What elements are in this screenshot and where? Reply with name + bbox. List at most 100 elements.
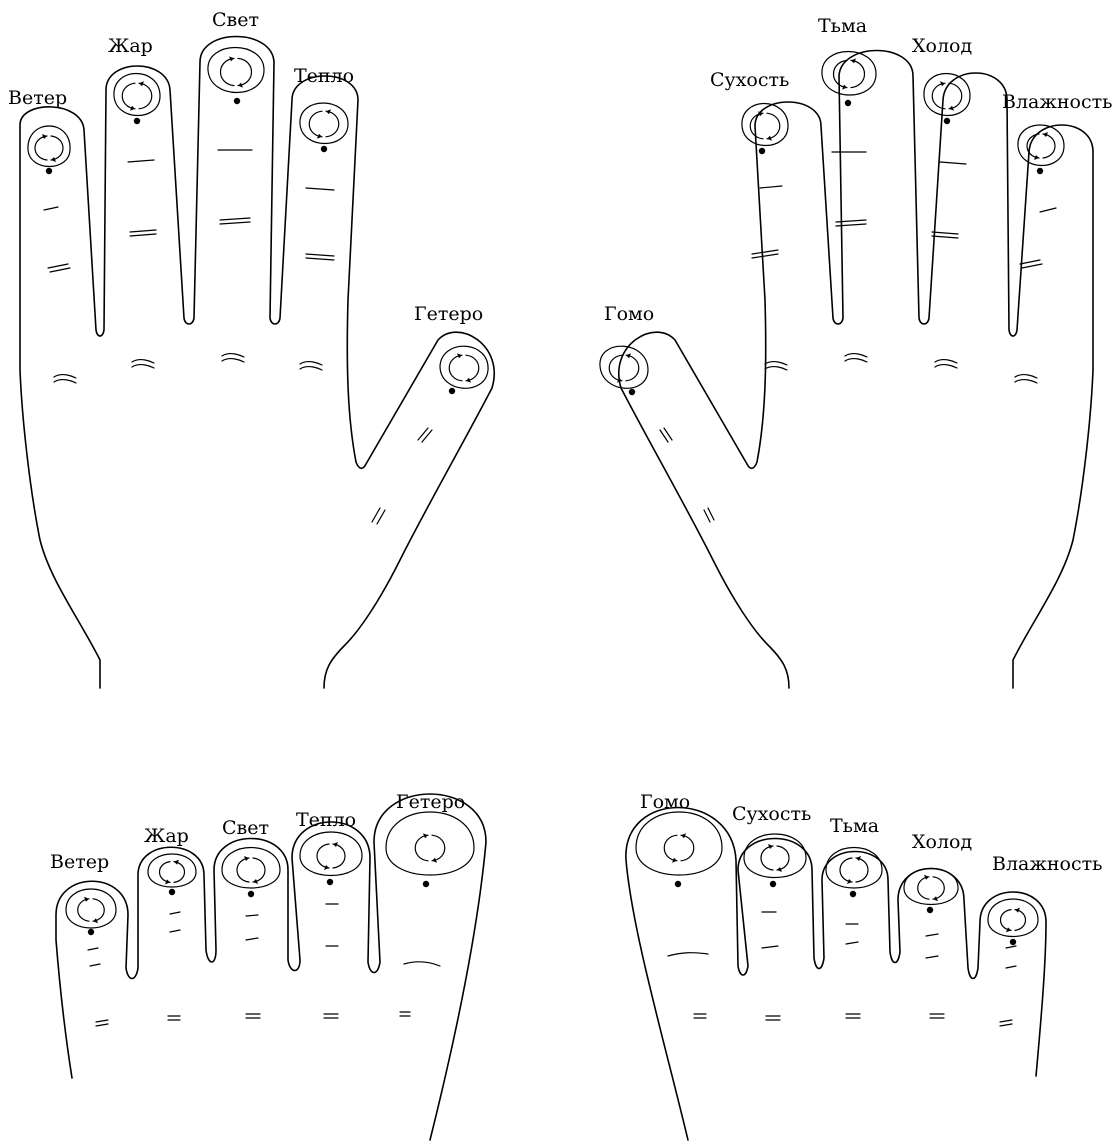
rotation-arc-left bbox=[309, 111, 322, 137]
point-dot bbox=[321, 146, 327, 152]
label-left-hand-finger-3: Свет bbox=[212, 9, 259, 31]
rotation-arc-right bbox=[949, 83, 962, 109]
rotation-mark-16 bbox=[761, 844, 789, 887]
rotation-arc-right bbox=[253, 858, 265, 882]
toenail-gomo-right bbox=[636, 812, 722, 875]
point-dot bbox=[88, 929, 94, 935]
rotation-arc-right bbox=[333, 844, 345, 868]
label-right-hand-finger-5: Влажность bbox=[1002, 91, 1112, 113]
point-dot bbox=[423, 881, 429, 887]
rotation-mark-17 bbox=[840, 856, 868, 897]
rotation-arc-left bbox=[449, 355, 462, 381]
rotation-arc-right bbox=[432, 835, 445, 861]
rotation-arc-right bbox=[626, 355, 639, 381]
arrowhead-icon bbox=[165, 879, 170, 884]
toenail-getero-left bbox=[386, 812, 474, 875]
rotation-mark-3 bbox=[309, 109, 339, 152]
rotation-arc-left bbox=[834, 60, 848, 87]
rotation-arc-left bbox=[761, 846, 773, 870]
label-right-hand-finger-3: Тьма bbox=[818, 15, 867, 37]
rotation-arc-right bbox=[1015, 910, 1026, 931]
rotation-arc-left bbox=[237, 858, 249, 882]
point-dot bbox=[1037, 168, 1043, 174]
rotation-arc-right bbox=[139, 83, 152, 109]
nail-zhar-left bbox=[114, 74, 160, 116]
label-left-foot-toe-1: Ветер bbox=[50, 851, 109, 873]
point-dot bbox=[327, 879, 333, 885]
label-left-foot-toe-4: Тепло bbox=[296, 809, 356, 831]
toenail-vlazhnost-right bbox=[988, 899, 1038, 937]
rotation-arc-right bbox=[174, 862, 185, 883]
right-hand-creases bbox=[660, 152, 1056, 522]
point-dot bbox=[248, 891, 254, 897]
rotation-mark-12 bbox=[237, 856, 265, 897]
arrowhead-icon bbox=[174, 860, 179, 865]
point-dot bbox=[770, 881, 776, 887]
point-dot bbox=[850, 891, 856, 897]
point-dot bbox=[169, 889, 175, 895]
rotation-mark-9 bbox=[1027, 132, 1055, 174]
label-left-hand-finger-5: Гетеро bbox=[414, 303, 483, 325]
rotation-arc-right bbox=[851, 60, 865, 87]
point-dot bbox=[845, 100, 851, 106]
rotation-arc-left bbox=[609, 355, 622, 381]
left-foot-outline bbox=[56, 794, 486, 1140]
label-right-foot-toe-2: Сухость bbox=[732, 803, 811, 825]
rotation-arc-left bbox=[221, 58, 235, 85]
nail-veter-left bbox=[28, 126, 70, 167]
rotation-arc-right bbox=[466, 355, 479, 381]
label-right-foot-toe-5: Влажность bbox=[992, 853, 1102, 875]
rotation-mark-5 bbox=[609, 353, 639, 395]
rotation-arc-left bbox=[317, 844, 329, 868]
point-dot bbox=[449, 388, 455, 394]
label-right-hand-finger-1: Гомо bbox=[604, 303, 654, 325]
rotation-arc-right bbox=[856, 858, 868, 882]
label-left-foot-toe-3: Свет bbox=[222, 817, 269, 839]
point-dot bbox=[1010, 939, 1016, 945]
rotation-mark-7 bbox=[834, 58, 865, 106]
rotation-arc-right bbox=[93, 899, 104, 921]
label-right-hand-finger-2: Сухость bbox=[710, 69, 789, 91]
rotation-arc-right bbox=[681, 835, 694, 861]
rotation-arc-right bbox=[51, 136, 63, 160]
rotation-mark-0 bbox=[35, 134, 63, 174]
rotation-arc-left bbox=[35, 136, 47, 160]
rotation-arc-right bbox=[933, 877, 944, 899]
arrowhead-icon bbox=[1006, 927, 1011, 932]
toenail-kholod-right bbox=[904, 869, 958, 905]
rotation-mark-14 bbox=[415, 833, 445, 887]
rotation-arc-right bbox=[238, 58, 252, 85]
point-dot bbox=[944, 118, 950, 124]
rotation-mark-10 bbox=[78, 897, 105, 935]
label-right-foot-toe-1: Гомо bbox=[640, 791, 690, 813]
rotation-mark-18 bbox=[918, 875, 945, 913]
rotation-arc-left bbox=[918, 877, 929, 899]
point-dot bbox=[675, 881, 681, 887]
label-right-hand-finger-4: Холод bbox=[912, 35, 972, 57]
right-hand bbox=[600, 51, 1093, 689]
toenail-svet-left bbox=[222, 848, 280, 889]
point-dot bbox=[629, 389, 635, 395]
point-dot bbox=[234, 98, 240, 104]
rotation-arc-left bbox=[664, 835, 677, 861]
arrowhead-icon bbox=[1015, 908, 1020, 913]
label-left-hand-finger-1: Ветер bbox=[8, 87, 67, 109]
nail-sukhost-right bbox=[742, 104, 788, 146]
rotation-arc-left bbox=[840, 858, 852, 882]
point-dot bbox=[134, 118, 140, 124]
label-left-hand-finger-4: Тепло bbox=[294, 65, 354, 87]
rotation-mark-1 bbox=[122, 81, 152, 124]
rotation-mark-13 bbox=[317, 842, 345, 885]
toenail-sukhost-right bbox=[744, 834, 806, 878]
nail-getero-left bbox=[440, 346, 488, 388]
label-left-foot-toe-5: Гетеро bbox=[396, 791, 465, 813]
rotation-arc-left bbox=[78, 899, 89, 921]
nail-svet-left bbox=[208, 48, 264, 93]
toenail-tma-right bbox=[826, 848, 882, 889]
label-left-foot-toe-2: Жар bbox=[144, 825, 189, 847]
point-dot bbox=[46, 168, 52, 174]
toenail-zhar-left bbox=[148, 854, 196, 887]
nail-teplo-left bbox=[300, 103, 348, 144]
